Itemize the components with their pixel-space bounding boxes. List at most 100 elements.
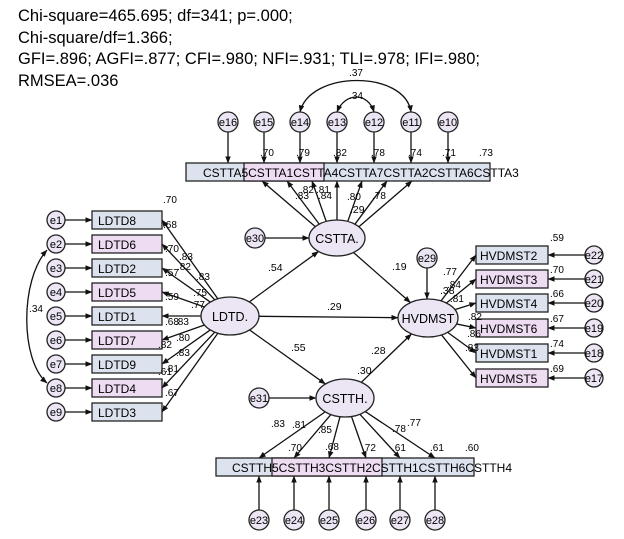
error-e7: [46, 354, 66, 374]
cstth-loading-5: .77: [407, 418, 421, 429]
error-label-e31: e31: [250, 393, 268, 405]
box-ldtd7: [91, 330, 163, 350]
error-label-e16: e16: [219, 117, 237, 129]
error-e18: [584, 343, 604, 363]
ldtd-loading-2: .68: [163, 220, 177, 231]
error-e2: [46, 234, 66, 254]
label-ldtd8: LDTD8: [98, 214, 136, 228]
hvdmst-loading-3: .81: [450, 294, 464, 305]
error-label-e20: e20: [585, 298, 603, 310]
path-hvdmst-hvdmst1: [447, 331, 477, 354]
ldtd-loading-14: .82: [158, 340, 172, 351]
error-e21: [584, 269, 604, 289]
error-e29: [416, 247, 438, 269]
path-cstta-item-1: [261, 180, 316, 228]
label-cstth-items: CSTTH5CSTTH3CSTTH2CSTTH1CSTTH6CSTTH4: [232, 461, 512, 475]
fit-line-2: Chi-square/df=1.366;: [18, 28, 173, 47]
r2-hvdmst1: .74: [550, 339, 564, 350]
cstth-loading-10: .61: [430, 443, 444, 454]
path-ldtd-ldtd5: [161, 291, 205, 308]
error-label-e9: e9: [50, 407, 62, 419]
ldtd-loading-1: .70: [163, 195, 177, 206]
latent-label-cstta: CSTTA.: [315, 232, 359, 246]
box-ldtd1: [91, 306, 163, 326]
ldtd-loading-15: .83: [176, 348, 190, 359]
box-hvdmst5: [475, 368, 549, 388]
r2-hvdmst5: .69: [550, 364, 564, 375]
error-e12: [363, 111, 385, 133]
error-e9: [46, 402, 66, 422]
r2-hvdmst3: .70: [550, 265, 564, 276]
latent-cstta: [308, 219, 366, 257]
cstth-loading-2: .81: [292, 420, 306, 431]
cstth-loading-9: .61: [392, 443, 406, 454]
path-cstth-item-3: [328, 416, 341, 459]
cstta-loading-1: .73: [479, 148, 493, 159]
label-ldtd2: LDTD2: [98, 262, 136, 276]
error-label-e15: e15: [255, 117, 273, 129]
label-cstta-items: CSTTA5CSTTA1CSTTA4CSTTA7CSTTA2CSTTA6CSTT…: [203, 166, 519, 180]
label-ldtd3: LDTD3: [98, 406, 136, 420]
cstta-loading-7: .71: [442, 148, 456, 159]
error-label-e12: e12: [365, 117, 383, 129]
path-hvdmst-hvdmst5: [441, 334, 477, 379]
ldtd-loading-10: .77: [191, 300, 205, 311]
cstta-loading-2: .70: [260, 148, 274, 159]
error-label-e2: e2: [50, 239, 62, 251]
path-cstta-item-5: [347, 180, 363, 222]
error-e8: [46, 378, 66, 398]
path-cstta-item-6: [354, 180, 388, 225]
error-e27: [389, 509, 411, 531]
box-hvdmst4: [475, 293, 549, 313]
box-hvdmst6: [475, 318, 549, 338]
error-label-e19: e19: [585, 323, 603, 335]
covariance-e5-e8: [26, 249, 48, 384]
error-e1: [46, 210, 66, 230]
cstta-loading-8: .83: [295, 191, 309, 202]
label-hvdmst3: HVDMST3: [480, 273, 538, 287]
error-label-e6: e6: [50, 335, 62, 347]
bar-cstth-items-mid: [271, 457, 383, 477]
error-label-e24: e24: [285, 515, 303, 527]
cstta-loading-6: .74: [408, 148, 422, 159]
box-hvdmst2: [475, 245, 549, 265]
box-ldtd2: [91, 258, 163, 278]
cstta-loading-11: .78: [372, 191, 386, 202]
label-cov-e13-e12: .34: [349, 91, 363, 102]
ldtd-loading-9: .59: [165, 292, 179, 303]
error-e3: [46, 258, 66, 278]
error-e17: [584, 368, 604, 388]
cstta-loading-3: .79: [296, 148, 310, 159]
box-ldtd4: [91, 378, 163, 398]
coef-cstth-hvdmst: .28: [371, 345, 386, 357]
error-label-e3: e3: [50, 263, 62, 275]
coef-ldtd-hvdmst: .29: [327, 301, 342, 313]
fit-statistics: Chi-square=465.695; df=341; p=.000; Chi-…: [18, 6, 480, 92]
error-e26: [355, 509, 377, 531]
ldtd-loading-16: .81: [165, 364, 179, 375]
path-cstth-item-6: [364, 411, 436, 459]
error-label-e4: e4: [50, 287, 62, 299]
error-e16: [217, 111, 239, 133]
path-ldtd-ldtd6: [161, 243, 216, 301]
path-ldtd-ldtd3: [161, 332, 219, 413]
ldtd-loading-5: .82: [177, 262, 191, 273]
cstth-loading-7: .68: [325, 442, 339, 453]
error-label-e22: e22: [585, 250, 603, 262]
error-e4: [46, 282, 66, 302]
path-cstta-item-7: [358, 180, 413, 228]
label-hvdmst6: HVDMST6: [480, 322, 538, 336]
error-label-e7: e7: [50, 359, 62, 371]
covariance-e13-e12: [336, 96, 375, 113]
ldtd-loading-17: .67: [165, 388, 179, 399]
bar-cstta-items-mid: [243, 162, 325, 182]
r2-hvdmst: .38: [440, 285, 455, 297]
path-cstth-item-5: [359, 413, 401, 459]
path-cstth-item-2: [293, 414, 332, 459]
error-e6: [46, 330, 66, 350]
error-e23: [248, 509, 270, 531]
box-ldtd5: [91, 282, 163, 302]
r2-cstta: .29: [350, 204, 365, 216]
box-ldtd9: [91, 354, 163, 374]
